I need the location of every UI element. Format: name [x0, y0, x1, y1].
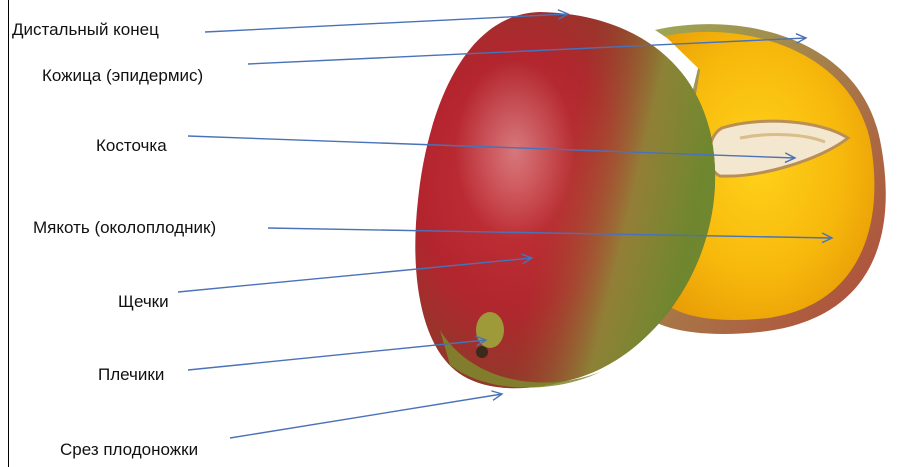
pointer-line-stem-cut — [230, 394, 502, 438]
label-skin: Кожица (эпидермис) — [42, 66, 203, 86]
label-distal-end: Дистальный конец — [12, 20, 159, 40]
stem-cut-mark — [476, 346, 488, 358]
label-stem-cut: Срез плодоножки — [60, 440, 198, 460]
label-cheeks: Щечки — [118, 292, 169, 312]
label-stone: Косточка — [96, 136, 167, 156]
mango-shoulder — [476, 312, 504, 348]
whole-mango — [415, 12, 715, 388]
label-flesh: Мякоть (околоплодник) — [33, 218, 216, 238]
label-shoulders: Плечики — [98, 365, 164, 385]
